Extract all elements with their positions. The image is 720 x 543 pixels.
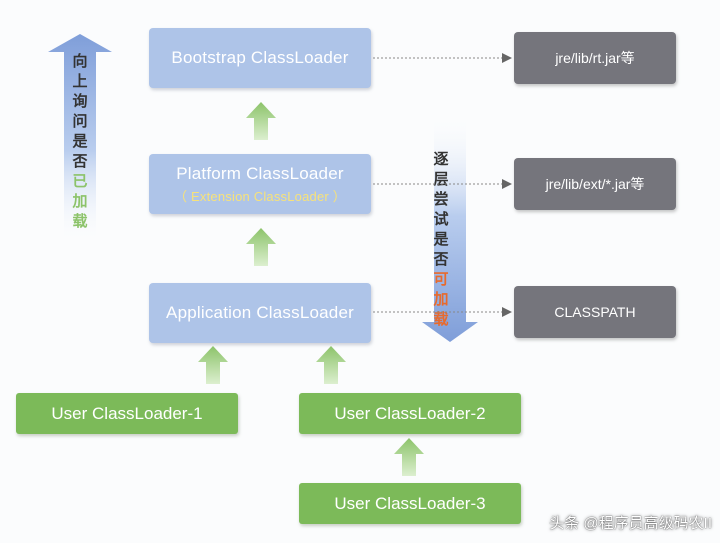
platform-sublabel: （ Extension ClassLoader ）	[174, 188, 346, 204]
left-vertical-label: 向 上 询 问 是 否 已 加 载	[72, 53, 88, 230]
up-arrow-user1-to-application	[198, 346, 228, 384]
rt-jar-box: jre/lib/rt.jar等	[514, 32, 676, 84]
application-classloader-box: Application ClassLoader	[149, 283, 371, 343]
user2-label: User ClassLoader-2	[334, 403, 486, 423]
arrowhead-ext	[502, 179, 512, 189]
arrowhead-rt	[502, 53, 512, 63]
rt-jar-label: jre/lib/rt.jar等	[555, 50, 635, 66]
user-classloader-3-box: User ClassLoader-3	[299, 483, 521, 524]
up-arrow-user3-to-user2	[394, 438, 424, 476]
right-highlight: 可	[433, 271, 449, 288]
application-label: Application ClassLoader	[166, 303, 354, 322]
up-arrow-platform-to-bootstrap	[246, 102, 276, 140]
user1-label: User ClassLoader-1	[51, 403, 203, 423]
arrowhead-classpath	[502, 307, 512, 317]
left-highlight: 已	[72, 173, 88, 190]
user3-label: User ClassLoader-3	[334, 493, 486, 513]
bootstrap-classloader-box: Bootstrap ClassLoader	[149, 28, 371, 88]
classpath-box: CLASSPATH	[514, 286, 676, 338]
ext-jar-label: jre/lib/ext/*.jar等	[545, 176, 645, 192]
user-classloader-1-box: User ClassLoader-1	[16, 393, 238, 434]
up-arrow-application-to-platform	[246, 228, 276, 266]
platform-label: Platform ClassLoader	[176, 163, 344, 183]
right-vertical-label: 逐 层 尝 试 是 否 可 加 载	[433, 151, 449, 328]
up-arrow-user2-to-application	[316, 346, 346, 384]
watermark: 头条 @程序员高级码农II	[549, 515, 712, 532]
downward-try-arrow	[422, 112, 478, 342]
bootstrap-label: Bootstrap ClassLoader	[171, 48, 349, 67]
classpath-label: CLASSPATH	[554, 304, 636, 320]
ext-jar-box: jre/lib/ext/*.jar等	[514, 158, 676, 210]
upward-query-arrow	[48, 34, 112, 246]
user-classloader-2-box: User ClassLoader-2	[299, 393, 521, 434]
platform-classloader-box: Platform ClassLoader （ Extension ClassLo…	[149, 154, 371, 214]
